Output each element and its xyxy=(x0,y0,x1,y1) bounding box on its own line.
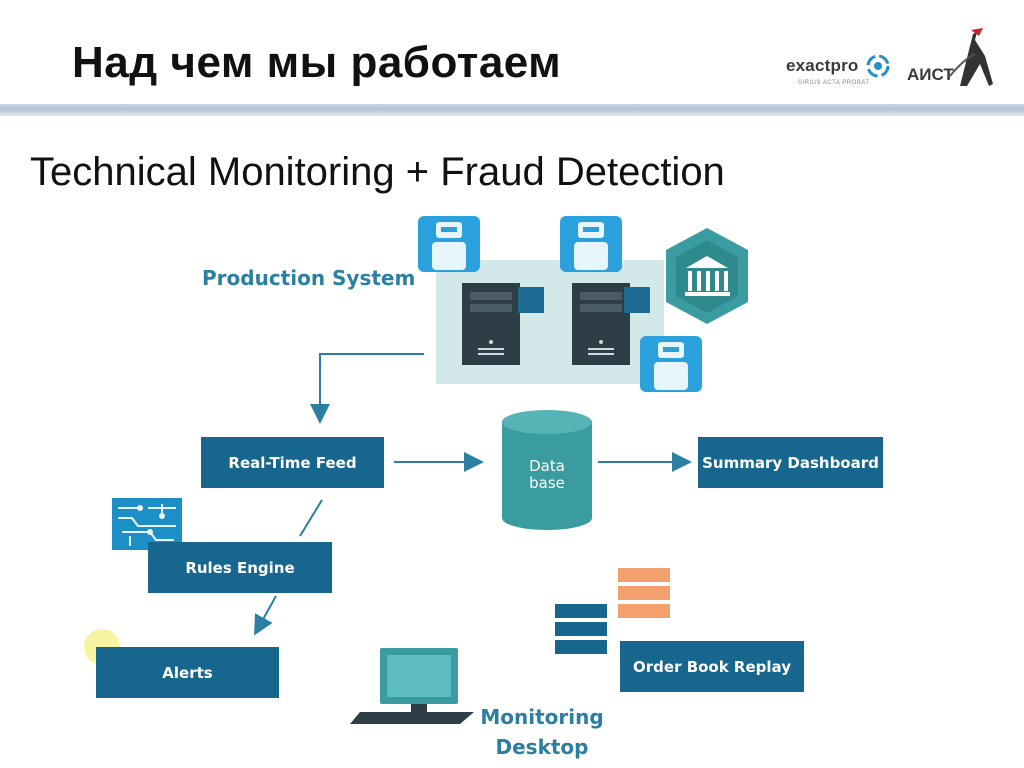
server-icon xyxy=(462,283,544,365)
aist-logo-name: АИСТ xyxy=(907,65,954,84)
summary-dashboard-label: Summary Dashboard xyxy=(702,453,879,472)
production-system-label: Production System xyxy=(202,266,416,290)
feed-to-rules-line xyxy=(299,499,323,537)
server-icon xyxy=(572,283,650,365)
exactpro-logo-tagline: SIRIUS ACTA PROBAT xyxy=(798,80,870,86)
rules-engine-box: Rules Engine xyxy=(148,542,332,593)
monitoring-desktop-label-line2: Desktop xyxy=(495,735,589,759)
monitoring-desktop-label-line1: Monitoring xyxy=(480,705,604,729)
header-divider xyxy=(0,104,1024,116)
real-time-feed-label: Real-Time Feed xyxy=(228,453,357,472)
monitor-icon xyxy=(350,648,474,724)
blue-stack-icon xyxy=(555,604,607,654)
database-label: Data base xyxy=(502,458,592,492)
rules-engine-label: Rules Engine xyxy=(185,558,295,577)
circuit-icon xyxy=(112,498,182,550)
alerts-box: Alerts xyxy=(96,647,279,698)
summary-dashboard-box: Summary Dashboard xyxy=(698,437,883,488)
order-book-replay-box: Order Book Replay xyxy=(620,641,804,692)
real-time-feed-box: Real-Time Feed xyxy=(201,437,384,488)
order-book-replay-label: Order Book Replay xyxy=(633,657,791,676)
bank-icon xyxy=(666,228,748,324)
database-label-line2: base xyxy=(529,474,565,492)
database-icon xyxy=(502,410,592,530)
alerts-label: Alerts xyxy=(162,663,213,682)
exactpro-logo: exactpro SIRIUS ACTA PROBAT xyxy=(786,54,890,96)
orange-stack-icon xyxy=(618,568,670,618)
robot-icon xyxy=(640,336,702,392)
monitoring-desktop-label: Monitoring Desktop xyxy=(472,702,612,762)
robot-icon xyxy=(418,216,480,272)
slide-subtitle: Technical Monitoring + Fraud Detection xyxy=(30,150,725,194)
stork-icon xyxy=(949,28,993,86)
database-label-line1: Data xyxy=(529,457,565,475)
aist-logo: АИСТ xyxy=(905,26,1005,96)
robot-icon xyxy=(560,216,622,272)
exactpro-swirl-icon xyxy=(866,54,890,78)
exactpro-logo-name: exactpro xyxy=(786,56,859,75)
slide-title: Над чем мы работаем xyxy=(72,38,562,87)
production-to-feed-arrow xyxy=(310,353,424,424)
rules-to-alerts-arrow xyxy=(254,595,277,636)
